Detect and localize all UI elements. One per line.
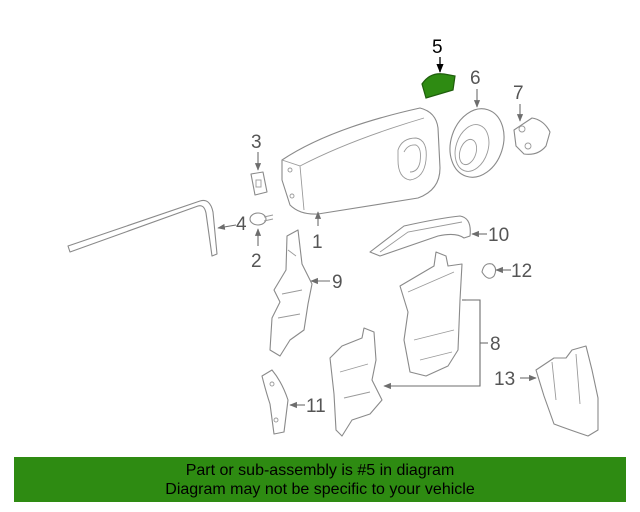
part-9-shape — [269, 229, 313, 357]
callout-9: 9 — [332, 272, 343, 293]
callout-6: 6 — [470, 68, 481, 89]
callout-11: 11 — [306, 396, 326, 417]
callout-4: 4 — [236, 214, 247, 235]
part-8-shape — [329, 251, 463, 437]
part-1-shape — [281, 107, 441, 215]
part-3-shape — [250, 171, 268, 196]
part-7-shape — [513, 117, 551, 155]
part-12-shape — [481, 263, 497, 279]
callout-10: 10 — [488, 225, 509, 246]
callout-3: 3 — [251, 132, 262, 153]
part-6-shape — [449, 108, 505, 178]
leader-4 — [217, 223, 237, 230]
part-5-shape[interactable] — [421, 73, 456, 99]
callout-12: 12 — [511, 261, 532, 282]
banner-line-2: Diagram may not be specific to your vehi… — [165, 481, 475, 498]
callout-7: 7 — [513, 83, 524, 104]
part-10-shape — [369, 215, 471, 257]
info-banner: Part or sub-assembly is #5 in diagram Di… — [14, 457, 626, 502]
part-11-shape — [261, 369, 289, 435]
part-13-shape — [535, 345, 599, 437]
callout-2: 2 — [251, 251, 262, 272]
callout-5: 5 — [432, 37, 443, 58]
banner-line-1: Part or sub-assembly is #5 in diagram — [185, 462, 455, 479]
callout-1: 1 — [312, 232, 323, 253]
part-2-shape — [249, 212, 274, 226]
callout-13: 13 — [494, 369, 515, 390]
parts-diagram: 5 6 7 3 4 2 1 9 10 12 8 11 13 — [67, 37, 599, 437]
part-4-shape — [67, 199, 218, 257]
callout-8: 8 — [490, 334, 501, 355]
